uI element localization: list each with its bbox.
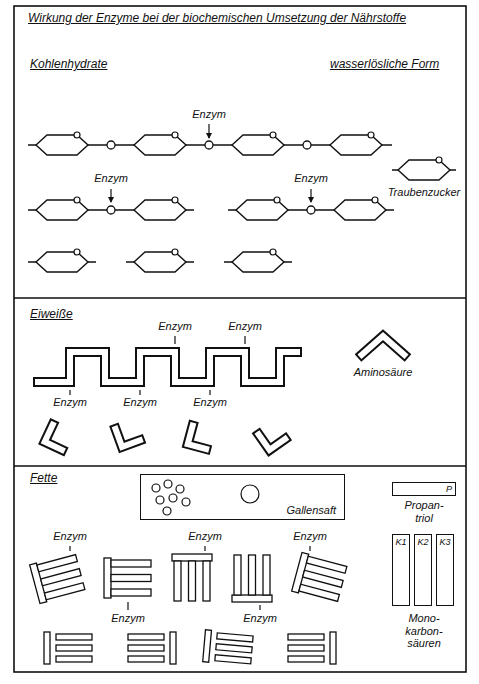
enzyme-label: Enzym — [53, 530, 87, 543]
node-text: P — [446, 485, 452, 494]
fatty-acid-bar: K2 — [414, 534, 432, 606]
diagram-title: Wirkung der Enzyme bei der biochemischen… — [28, 12, 458, 26]
node-text: K2 — [417, 538, 428, 547]
monosaccharide-row — [28, 249, 292, 272]
enzyme-pointer — [70, 336, 245, 395]
enzyme-label: Enzym — [158, 320, 192, 333]
section-divider — [14, 465, 466, 466]
section-heading: Fette — [30, 472, 57, 486]
enzyme-label: Enzym — [123, 396, 157, 409]
fatty-acid-bar: K1 — [392, 534, 410, 606]
split-fat-molecules — [44, 630, 336, 666]
amino-acid-symbol — [358, 336, 408, 358]
fatty-acid-bar: K3 — [436, 534, 454, 606]
glycerol-bar: P — [392, 482, 456, 496]
fat-molecules — [30, 552, 348, 603]
page-border — [14, 6, 466, 672]
enzyme-label: Enzym — [53, 396, 87, 409]
node-text: Gallensaft — [286, 505, 336, 516]
bile-box: Gallensaft — [140, 474, 345, 520]
bile-droplets — [152, 480, 259, 515]
section-divider — [14, 297, 466, 298]
enzyme-label: Enzym — [228, 320, 262, 333]
product-label: Mono- karbon- säuren — [397, 612, 451, 650]
enzyme-pointer — [70, 546, 310, 610]
enzyme-label: Enzym — [293, 530, 327, 543]
product-label: Propan- triol — [398, 499, 450, 524]
node-text: K3 — [439, 538, 450, 547]
disaccharide-pair — [28, 197, 394, 220]
product-label: Traubenzucker — [388, 186, 461, 199]
enzyme-pointer — [111, 124, 311, 202]
product-label: Aminosäure — [354, 366, 413, 379]
enzyme-label: Enzym — [111, 612, 145, 625]
enzyme-label: Enzym — [193, 396, 227, 409]
node-text: K1 — [395, 538, 406, 547]
section-heading: Kohlenhydrate — [30, 58, 107, 72]
enzyme-label: Enzym — [294, 172, 328, 185]
protein-chain — [33, 352, 302, 382]
section-heading: Eiweiße — [30, 308, 73, 322]
section-heading: wasserlösliche Form — [330, 58, 439, 72]
enzyme-label: Enzym — [192, 108, 226, 121]
enzyme-label: Enzym — [188, 530, 222, 543]
enzyme-label: Enzym — [243, 612, 277, 625]
starch-chain — [28, 132, 392, 155]
glucose-molecule — [392, 157, 456, 180]
amino-acid-pieces — [45, 416, 289, 452]
enzyme-label: Enzym — [94, 172, 128, 185]
